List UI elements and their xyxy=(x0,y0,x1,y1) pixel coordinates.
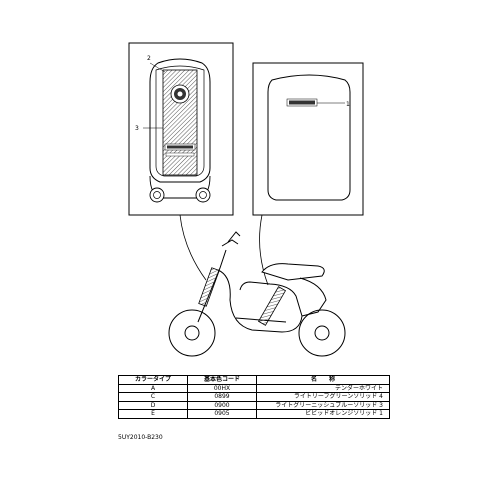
front-stripe-on-scooter xyxy=(198,267,220,307)
scooter-illustration xyxy=(168,231,346,357)
figure-code: 5UY2010-B230 xyxy=(118,434,163,441)
rear-wheel xyxy=(298,309,346,357)
header-name: 名 称 xyxy=(256,375,390,385)
callout-label-3: 3 xyxy=(135,125,139,132)
table-row: D 0900 ライトグリーニッシュブルーソリッド 3 xyxy=(118,400,390,410)
color-name-cell: ライトリーフグリーンソリッド 4 xyxy=(256,392,390,402)
table-row: E 0905 ビビッドオレンジソリッド 1 xyxy=(118,409,390,419)
color-name-cell: テンダーホワイト xyxy=(256,383,390,393)
rear-panel-body xyxy=(267,74,351,201)
front-wheel xyxy=(168,309,216,357)
rear-panel-view: 1 xyxy=(252,62,364,216)
color-type-cell: E xyxy=(118,409,188,419)
leader-line-rear xyxy=(259,214,269,286)
header-color-type: カラータイプ xyxy=(118,375,188,385)
rear-panel-frame xyxy=(252,62,364,216)
left-lamp-icon xyxy=(149,187,165,203)
header-base-color-code: 基本色コード xyxy=(187,375,257,385)
rear-body xyxy=(299,277,327,317)
color-type-table: カラータイプ 基本色コード 名 称 A 00HX テンダーホワイト C 0899… xyxy=(118,375,390,419)
front-panel-view: 2 3 xyxy=(128,42,234,216)
color-type-cell: C xyxy=(118,392,188,402)
table-header-row: カラータイプ 基本色コード 名 称 xyxy=(118,375,390,385)
color-type-cell: D xyxy=(118,400,188,410)
callout-label-2: 2 xyxy=(147,55,151,62)
table-row: A 00HX テンダーホワイト xyxy=(118,383,390,393)
scooter-body xyxy=(217,269,303,333)
front-lower-body xyxy=(149,175,211,199)
right-lamp-icon xyxy=(195,187,211,203)
color-code-cell: 00HX xyxy=(187,383,257,393)
leader-line-front xyxy=(179,214,207,281)
color-code-cell: 0900 xyxy=(187,400,257,410)
handlebar xyxy=(221,231,241,247)
table-row: C 0899 ライトリーフグリーンソリッド 4 xyxy=(118,392,390,402)
front-panel-frame xyxy=(128,42,234,216)
color-code-cell: 0899 xyxy=(187,392,257,402)
callout-label-1: 1 xyxy=(346,101,350,108)
rear-stripe-on-scooter xyxy=(257,286,287,326)
color-name-cell: ライトグリーニッシュブルーソリッド 3 xyxy=(256,400,390,410)
color-name-cell: ビビッドオレンジソリッド 1 xyxy=(256,409,390,419)
seat xyxy=(261,263,325,281)
color-code-cell: 0905 xyxy=(187,409,257,419)
color-type-cell: A xyxy=(118,383,188,393)
